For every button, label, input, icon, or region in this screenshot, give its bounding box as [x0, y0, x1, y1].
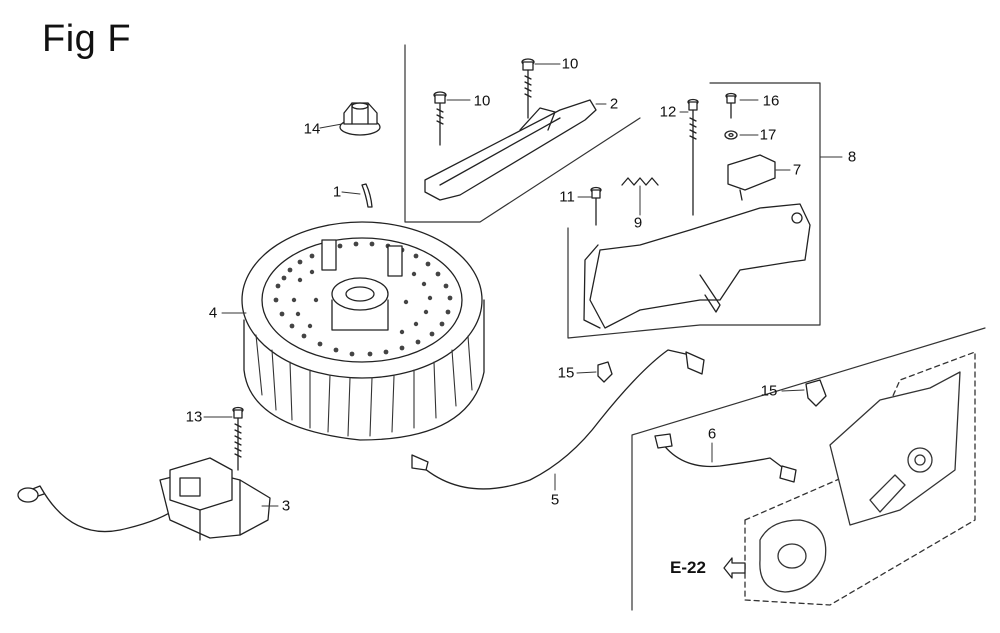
- callout-5: 5: [550, 491, 560, 509]
- callout-15-left: 15: [557, 364, 575, 382]
- washer-part-17: [724, 130, 738, 140]
- flywheel-fins: [255, 334, 473, 437]
- panel-outlines: [404, 44, 986, 611]
- reference-arrow-icon: [723, 557, 746, 579]
- callout-6: 6: [707, 425, 717, 443]
- engine-cover-plate: [744, 351, 976, 606]
- callout-16: 16: [762, 92, 780, 110]
- governor-lever-part-8: [583, 203, 811, 329]
- callout-10-upper: 10: [561, 55, 579, 73]
- callout-7: 7: [792, 161, 802, 179]
- flange-nut-part-14: [339, 102, 381, 136]
- callout-1: 1: [332, 183, 342, 201]
- clip-part-15-right: [805, 379, 827, 407]
- bolt-part-12: [687, 98, 699, 216]
- bolt-part-10-lower: [433, 91, 447, 146]
- control-lever-part-2: [424, 99, 597, 201]
- callout-13: 13: [185, 408, 203, 426]
- stop-switch-part-7: [727, 154, 776, 201]
- clip-part-15-left: [597, 361, 613, 383]
- wire-part-6: [654, 433, 797, 483]
- panel-top-outline: [404, 44, 641, 223]
- ignition-coil-part-3: [17, 457, 271, 541]
- callout-2: 2: [609, 95, 619, 113]
- leader-lines: [203, 63, 843, 507]
- bolt-part-13: [232, 406, 244, 471]
- bolt-part-16: [725, 92, 737, 119]
- bolt-part-11: [590, 186, 602, 226]
- callout-12: 12: [659, 103, 677, 121]
- flywheel-holes: [273, 241, 453, 357]
- callout-10-lower: 10: [473, 92, 491, 110]
- bolt-part-10-upper: [521, 58, 535, 119]
- callout-3: 3: [281, 497, 291, 515]
- callout-9: 9: [633, 214, 643, 232]
- callout-17: 17: [759, 126, 777, 144]
- callout-8: 8: [847, 148, 857, 166]
- panel-bottom-outline: [631, 327, 986, 611]
- spring-part-9: [621, 177, 659, 186]
- callout-14: 14: [303, 120, 321, 138]
- key-part-1: [361, 183, 373, 208]
- panel-governor-outline: [567, 82, 821, 339]
- figure-title: Fig F: [42, 18, 132, 60]
- callout-4: 4: [208, 304, 218, 322]
- flywheel-part-4: [241, 221, 485, 441]
- wire-part-5: [411, 349, 705, 490]
- callout-11: 11: [559, 188, 575, 206]
- callout-15-right: 15: [760, 382, 778, 400]
- reference-label: E-22: [670, 558, 706, 577]
